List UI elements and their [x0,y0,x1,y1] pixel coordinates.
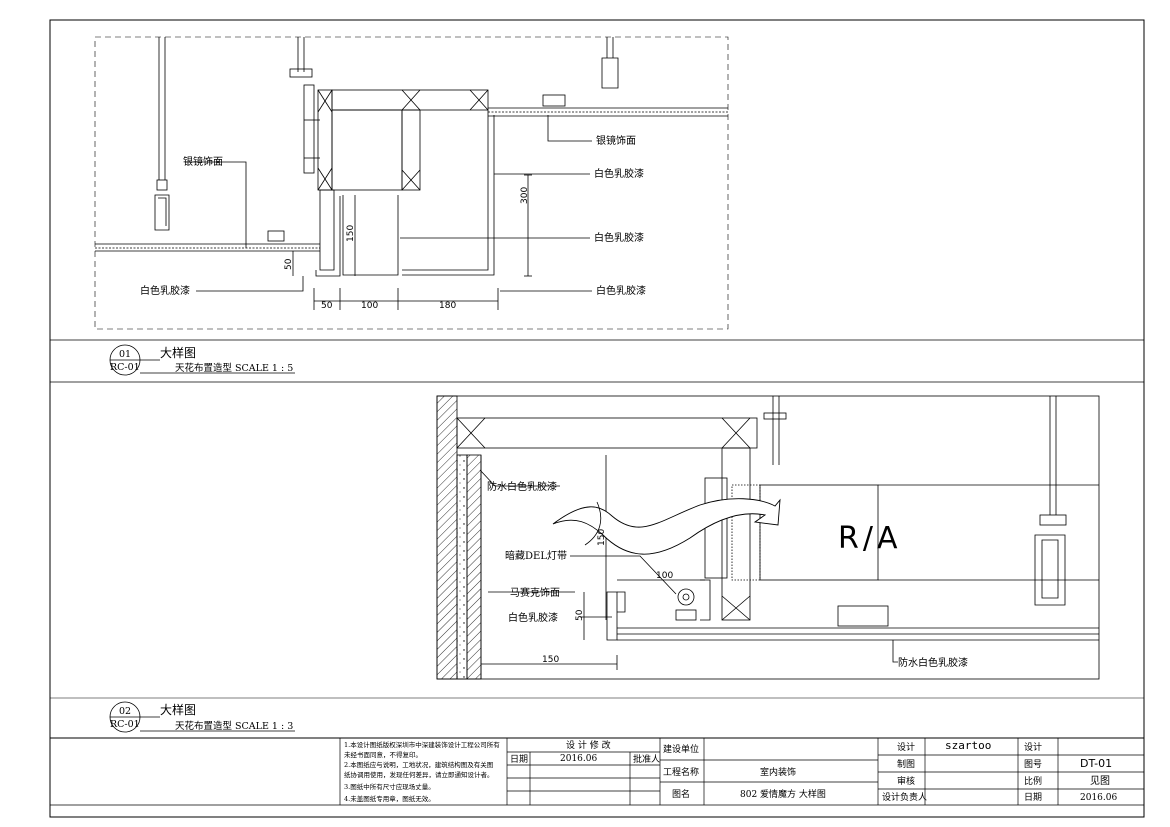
dim-b50: 50 [321,301,333,311]
dim-300: 300 [520,187,530,204]
note-2b: 纸协调用使用，发现任何差异，请立即通知设计者。 [344,770,494,779]
detail-02-number: 02 [119,706,131,717]
label-white-latex-left: 白色乳胶漆 [140,284,190,297]
dim2-b150: 150 [542,655,559,665]
detail-01 [94,36,729,330]
design-lead-label: 设计负责人 [882,791,927,803]
label-white-latex-1: 白色乳胶漆 [594,167,644,180]
label-white-latex-3: 白色乳胶漆 [596,284,646,297]
project-value: 室内装饰 [760,766,796,778]
draft-label: 制图 [897,758,915,770]
drawing-no-value: DT-01 [1080,757,1112,770]
detail-02-subtitle: 天花布置造型 SCALE 1 : 3 [175,720,293,732]
label-return-air: R/A [838,521,901,556]
note-1b: 未经书面同意，不得复印。 [344,750,422,759]
review-label: 审核 [897,775,915,787]
airflow-arrow-icon [552,498,781,555]
detail-01-number: 01 [119,349,131,360]
scale-label: 比例 [1024,775,1042,787]
date-value: 2016.06 [560,754,597,764]
note-2: 2.本图纸应与说明，工地状况，建筑结构图及有关图 [344,760,493,769]
label-white-latex-2: 白色乳胶漆 [594,231,644,244]
airflow-swirl [584,501,602,546]
detail-01-title: 01 RC-01 大样图 天花布置造型 SCALE 1 : 5 [109,344,295,376]
title-block-text: 1.本设计图纸版权深圳市中深建装饰设计工程公司所有 未经书面同意，不得复印。 2… [344,739,1117,803]
date-label: 日期 [510,754,528,765]
label-white-latex: 白色乳胶漆 [508,611,558,624]
dim-150: 150 [346,225,356,242]
dim-50: 50 [284,258,294,270]
detail-02-ref: RC-01 [110,719,140,730]
date2-value: 2016.06 [1080,793,1117,803]
project-label: 工程名称 [663,766,699,778]
detail-01-ref: RC-01 [110,362,140,373]
label-waterproof-latex-bottom: 防水白色乳胶漆 [898,656,968,669]
drawing-name-label: 图名 [672,788,690,800]
approver-label: 批准人 [633,753,660,765]
detail-01-labels: 银镜饰面 银镜饰面 白色乳胶漆 白色乳胶漆 白色乳胶漆 白色乳胶漆 300 15… [140,134,646,311]
dim-b180: 180 [439,301,456,311]
drawing-no-label: 图号 [1024,759,1042,770]
dim2-150: 150 [597,529,607,546]
designer-value: szartoo [945,739,991,752]
label-mosaic: 马赛克饰面 [510,586,560,599]
detail-01-heading: 大样图 [160,345,196,360]
drawing-name-value: 802 爱情魔方 大样图 [740,788,826,800]
title-block [50,738,1144,806]
note-1: 1.本设计图纸版权深圳市中深建装饰设计工程公司所有 [344,740,500,749]
dim2-100: 100 [656,571,673,581]
detail-02-title: 02 RC-01 大样图 天花布置造型 SCALE 1 : 3 [109,701,295,733]
design2-label: 设计 [1024,741,1042,753]
detail-02-heading: 大样图 [160,702,196,717]
sheet-border [49,19,1145,818]
dim2-50: 50 [575,609,585,621]
scale-value: 见图 [1090,775,1110,787]
detail-02 [436,395,1100,680]
label-hidden-led: 暗藏DEL灯带 [505,549,567,562]
design-label: 设计 [897,741,915,753]
detail-02-labels: 防水白色乳胶漆 暗藏DEL灯带 马赛克饰面 白色乳胶漆 防水白色乳胶漆 R/A … [487,480,968,669]
client-label: 建设单位 [663,743,699,755]
label-silver-mirror-left: 银镜饰面 [183,155,223,168]
label-waterproof-latex: 防水白色乳胶漆 [487,480,557,493]
note-3: 3.图纸中所有尺寸应现场丈量。 [344,782,435,791]
label-silver-mirror-right: 银镜饰面 [596,134,636,147]
detail-01-subtitle: 天花布置造型 SCALE 1 : 5 [175,362,293,374]
note-4: 4.未盖图纸专用章，图纸无效。 [344,794,435,803]
revision-header: 设 计 修 改 [566,739,611,751]
dim-b100: 100 [361,301,378,311]
date2-label: 日期 [1024,792,1042,803]
